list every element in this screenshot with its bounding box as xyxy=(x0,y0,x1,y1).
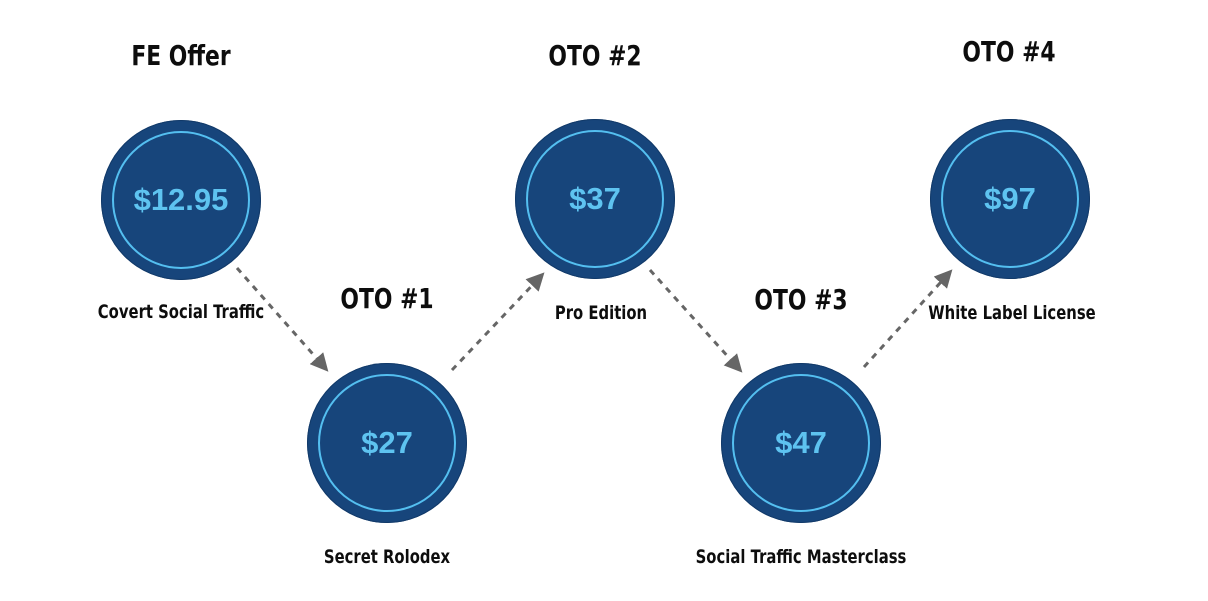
price-circle-ring xyxy=(318,374,456,512)
price-oto-2: $37 xyxy=(569,181,621,216)
product-name-oto-3: Social Traffic Masterclass xyxy=(695,546,907,568)
price-circle-oto-4: $97 xyxy=(930,119,1090,279)
price-circle-oto-3: $47 xyxy=(721,363,881,523)
product-name-oto-2: Pro Edition xyxy=(554,302,648,324)
price-fe-offer: $12.95 xyxy=(133,182,229,217)
price-circle-ring xyxy=(941,130,1079,268)
arrow-oto2-to-oto3 xyxy=(648,268,743,373)
price-oto-3: $47 xyxy=(775,425,827,460)
product-name-oto-1: Secret Rolodex xyxy=(323,546,451,568)
price-circle-ring xyxy=(526,130,664,268)
arrow-oto3-to-oto4 xyxy=(862,269,953,369)
arrow-fe-to-oto1 xyxy=(235,267,329,372)
step-heading-oto-3: OTO #3 xyxy=(754,283,848,316)
step-heading-oto-2: OTO #2 xyxy=(548,39,642,72)
price-circle-oto-2: $37 xyxy=(515,119,675,279)
price-circle-fe-offer: $12.95 xyxy=(101,120,261,280)
product-name-fe-offer: Covert Social Traffic xyxy=(97,301,265,323)
step-heading-fe-offer: FE Offer xyxy=(131,39,231,72)
price-circle-ring xyxy=(732,374,870,512)
price-circle-oto-1: $27 xyxy=(307,363,467,523)
price-circle-ring xyxy=(112,131,250,269)
step-heading-oto-1: OTO #1 xyxy=(340,282,434,315)
product-name-oto-4: White Label License xyxy=(928,302,1096,324)
price-oto-1: $27 xyxy=(361,425,413,460)
step-heading-oto-4: OTO #4 xyxy=(962,35,1056,68)
price-oto-4: $97 xyxy=(984,181,1036,216)
arrow-oto1-to-oto2 xyxy=(450,272,545,372)
